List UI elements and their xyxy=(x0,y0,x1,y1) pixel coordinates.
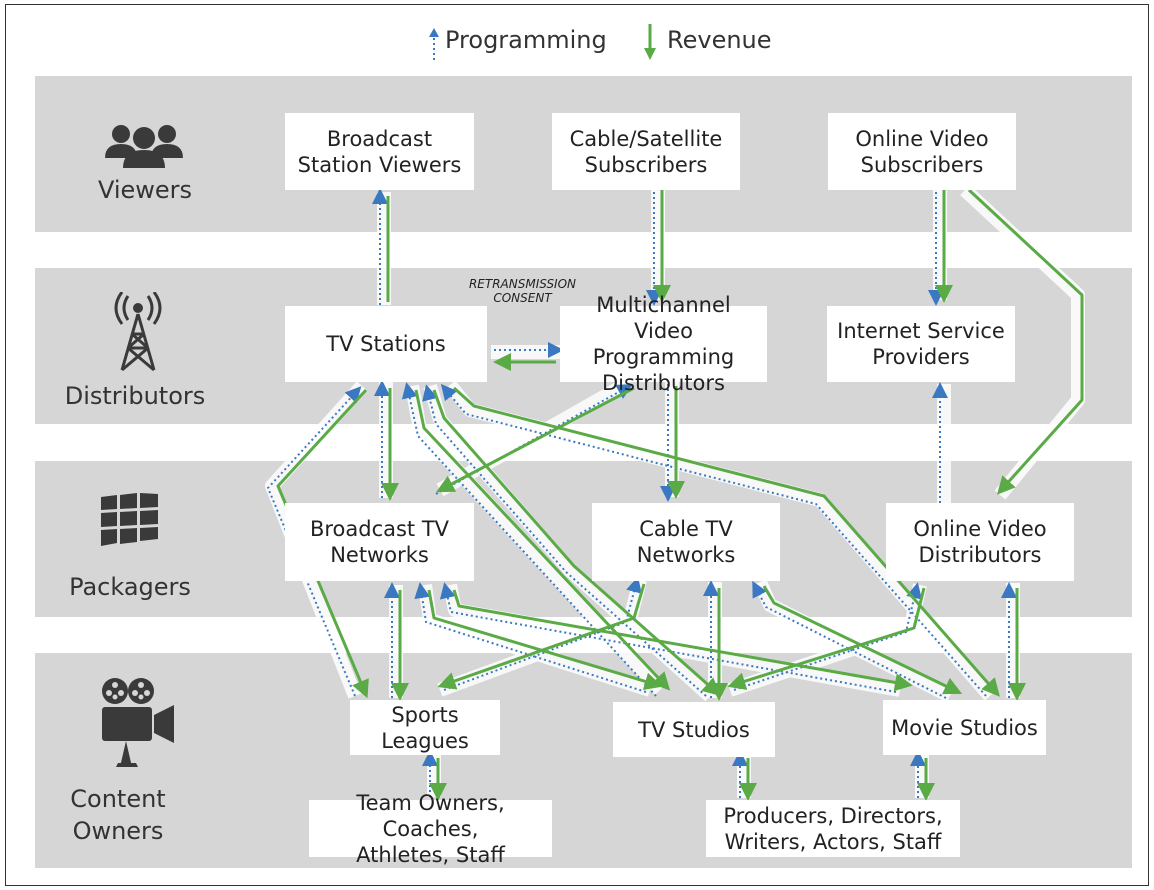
tiles-icon xyxy=(101,493,158,546)
node-sports-leagues: Sports Leagues xyxy=(350,700,500,755)
node-producers-directors-writers-actors-staff: Producers, Directors, Writers, Actors, S… xyxy=(706,800,960,857)
node-mvpd: Multichannel Video Programming Distribut… xyxy=(560,293,767,395)
node-online-video-subscribers: Online Video Subscribers xyxy=(828,113,1016,190)
layer-label-viewers: Viewers xyxy=(97,176,193,204)
layer-label-content-owners: Content Owners xyxy=(70,785,166,845)
revenue-arrows xyxy=(276,188,1084,801)
node-online-video-distributors: Online Video Distributors xyxy=(886,503,1074,581)
node-cable-tv-networks: Cable TV Networks xyxy=(592,503,780,581)
legend: Programming Revenue xyxy=(0,22,1154,62)
node-tv-stations: TV Stations xyxy=(285,306,487,382)
revenue-legend-label: Revenue xyxy=(667,26,772,54)
node-team-owners-coaches-athletes-staff: Team Owners, Coaches, Athletes, Staff xyxy=(309,791,552,867)
node-cable-satellite-subscribers: Cable/Satellite Subscribers xyxy=(552,113,740,190)
node-movie-studios: Movie Studios xyxy=(883,700,1046,755)
people-icon xyxy=(105,125,183,168)
revenue-arrow-icon xyxy=(644,24,656,60)
retransmission-consent-label: RETRANSMISSION CONSENT xyxy=(468,277,577,305)
arrow-halos xyxy=(265,184,1085,798)
programming-arrow-icon xyxy=(429,28,439,60)
antenna-tower-icon xyxy=(114,292,162,372)
programming-legend-label: Programming xyxy=(445,26,607,54)
layer-label-distributors: Distributors xyxy=(64,382,206,410)
node-tv-studios: TV Studios xyxy=(613,702,775,757)
layer-label-packagers: Packagers xyxy=(69,573,191,601)
node-internet-service-providers: Internet Service Providers xyxy=(827,306,1015,382)
programming-arrows xyxy=(266,188,1017,798)
node-broadcast-tv-networks: Broadcast TV Networks xyxy=(285,503,474,581)
node-broadcast-station-viewers: Broadcast Station Viewers xyxy=(285,113,474,190)
movie-camera-icon xyxy=(102,678,174,767)
